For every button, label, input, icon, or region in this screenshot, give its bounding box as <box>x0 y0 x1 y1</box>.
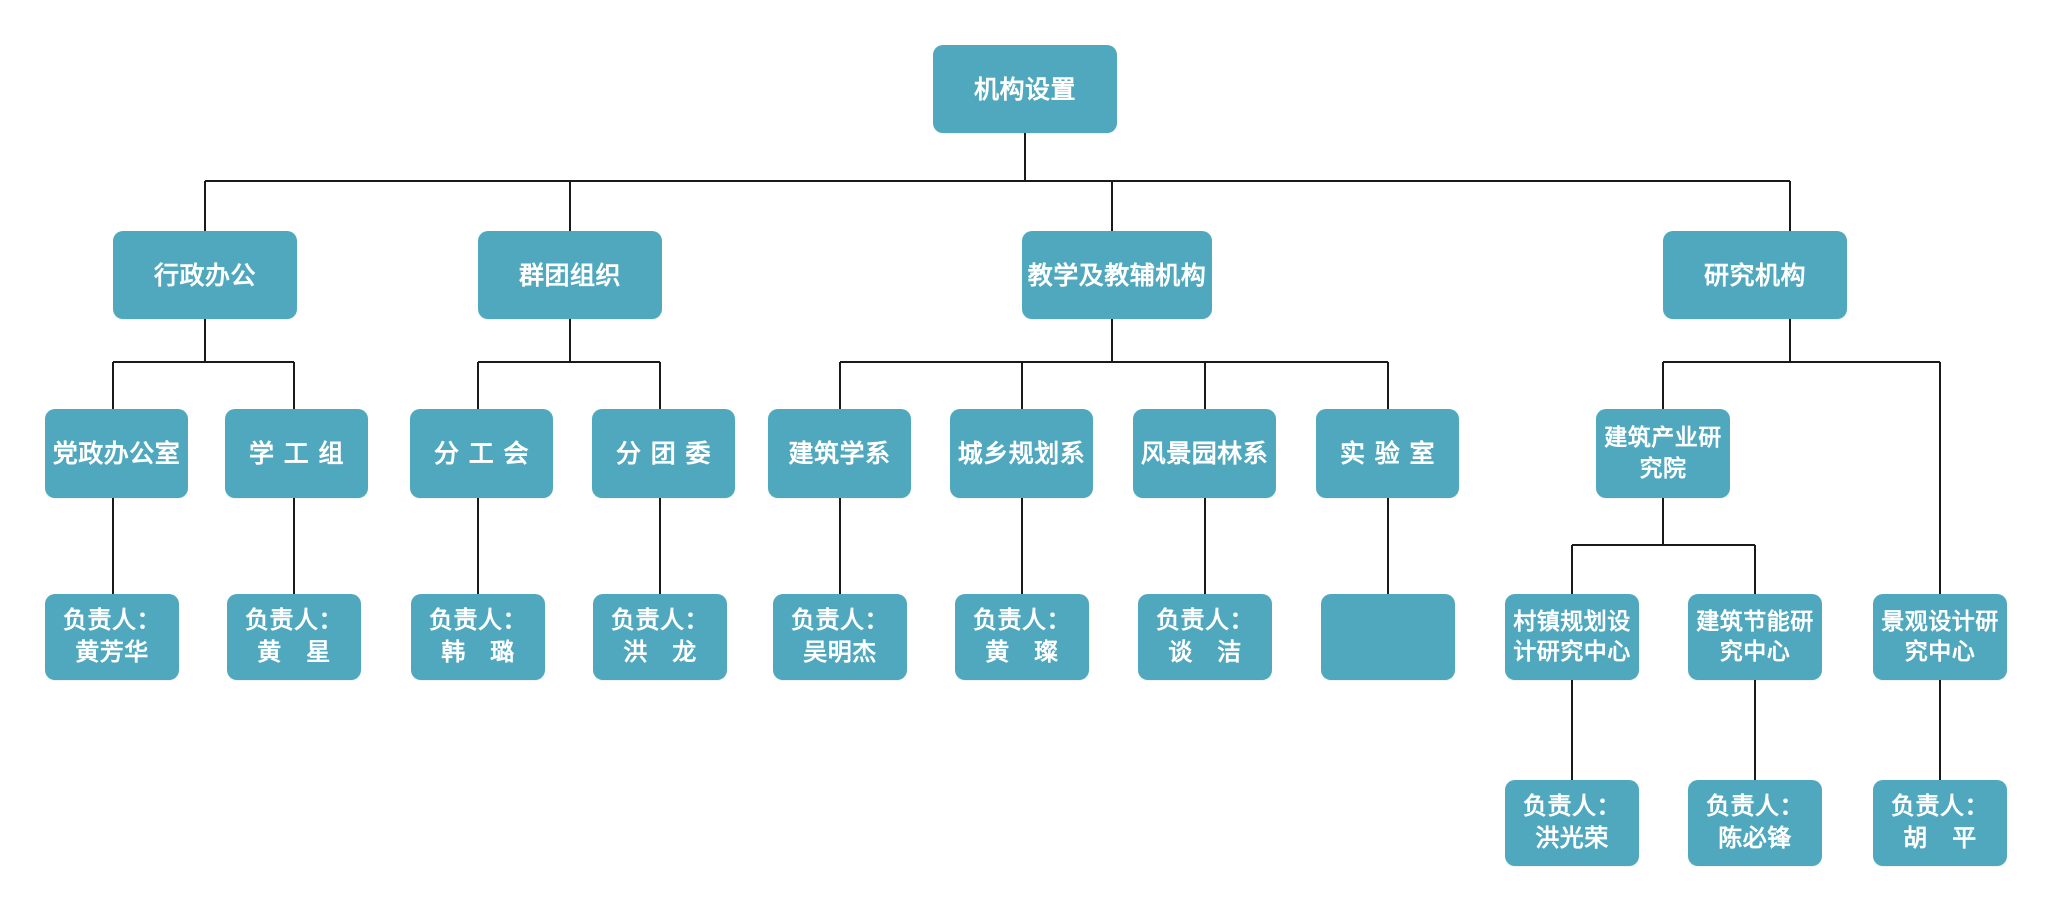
node-person-huangfanghua[interactable]: 负责人： 黄芳华 <box>45 594 179 680</box>
node-jianzhu-jieneng-yanjiu-zhongxin[interactable]: 建筑节能研 究中心 <box>1688 594 1822 680</box>
node-person-huangxing[interactable]: 负责人： 黄 星 <box>227 594 361 680</box>
node-jianzhu-xuexi[interactable]: 建筑学系 <box>768 409 911 498</box>
node-xuegong-zu[interactable]: 学 工 组 <box>225 409 368 498</box>
node-root[interactable]: 机构设置 <box>933 45 1117 133</box>
node-fengjing-yuanlin-xi[interactable]: 风景园林系 <box>1133 409 1276 498</box>
node-shiyanshi[interactable]: 实 验 室 <box>1316 409 1459 498</box>
node-person-hanlu[interactable]: 负责人： 韩 璐 <box>411 594 545 680</box>
node-person-honglong[interactable]: 负责人： 洪 龙 <box>593 594 727 680</box>
node-person-wumingjie[interactable]: 负责人： 吴明杰 <box>773 594 907 680</box>
node-person-tanjie[interactable]: 负责人： 谈 洁 <box>1138 594 1272 680</box>
node-jiaoxue-jiaofu-jigou[interactable]: 教学及教辅机构 <box>1022 231 1212 319</box>
node-person-hongguangrong[interactable]: 负责人： 洪光荣 <box>1505 780 1639 866</box>
node-person-huping[interactable]: 负责人： 胡 平 <box>1873 780 2007 866</box>
node-person-huangcan[interactable]: 负责人： 黄 璨 <box>955 594 1089 680</box>
node-fen-tuanwei[interactable]: 分 团 委 <box>592 409 735 498</box>
node-quntuan-zuzhi[interactable]: 群团组织 <box>478 231 662 319</box>
node-jingguan-sheji-yanjiu-zhongxin[interactable]: 景观设计研 究中心 <box>1873 594 2007 680</box>
node-cunzhen-guihua-sheji-yanjiu-zhongxin[interactable]: 村镇规划设 计研究中心 <box>1505 594 1639 680</box>
node-jianzhu-chanye-yanjiuyuan[interactable]: 建筑产业研 究院 <box>1596 409 1730 498</box>
node-fen-gonghui[interactable]: 分 工 会 <box>410 409 553 498</box>
node-person-empty[interactable] <box>1321 594 1455 680</box>
node-dangzheng-bangongshi[interactable]: 党政办公室 <box>45 409 188 498</box>
node-yanjiu-jigou[interactable]: 研究机构 <box>1663 231 1847 319</box>
node-xingzheng-bangong[interactable]: 行政办公 <box>113 231 297 319</box>
node-person-chenbifeng[interactable]: 负责人： 陈必锋 <box>1688 780 1822 866</box>
node-chengxiang-guihua-xi[interactable]: 城乡规划系 <box>950 409 1093 498</box>
